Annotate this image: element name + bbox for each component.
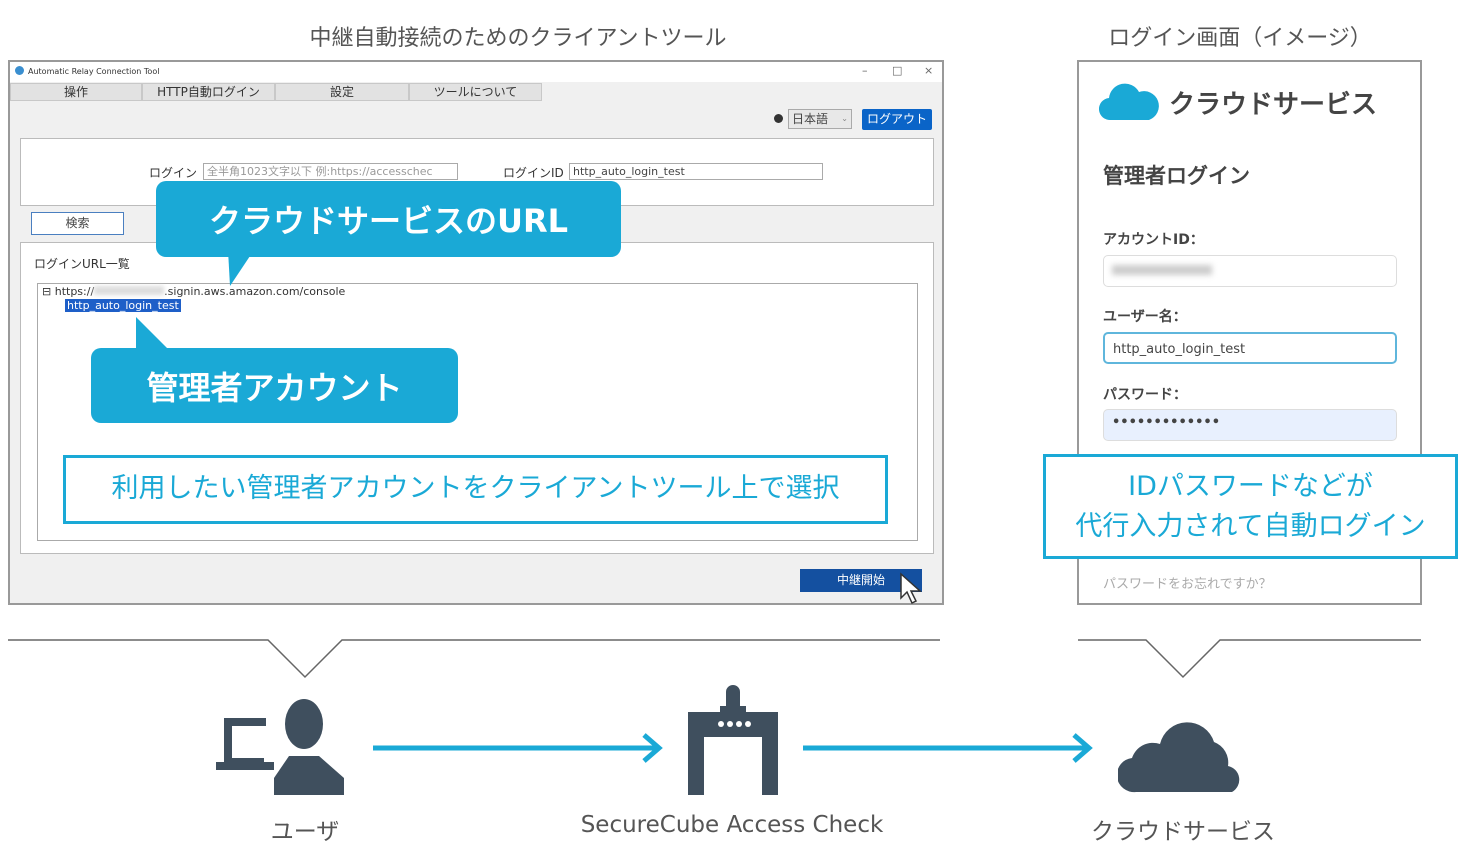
brand-name: クラウドサービス — [1169, 90, 1378, 120]
user-pc-icon — [216, 699, 344, 795]
account-id-input[interactable] — [1103, 255, 1397, 287]
tab-operation[interactable]: 操作 — [10, 83, 142, 101]
bracket-lines — [8, 639, 1421, 679]
callout-account-tail — [136, 317, 172, 353]
chevron-down-icon: ⌄ — [841, 114, 848, 123]
password-input[interactable]: ••••••••••••• — [1103, 409, 1397, 441]
auto-login-note-line2: 代行入力されて自動ログイン — [1075, 511, 1426, 542]
login-title: 管理者ログイン — [1103, 164, 1250, 188]
tab-about[interactable]: ツールについて — [409, 83, 542, 101]
cursor-icon — [900, 572, 922, 605]
gateway-label: SecureCube Access Check — [580, 812, 884, 838]
callout-url-tail — [228, 250, 254, 286]
username-label: ユーザー名： — [1103, 309, 1187, 325]
title-bar: Automatic Relay Connection Tool — [10, 62, 942, 82]
maximize-button[interactable]: □ — [892, 64, 903, 77]
forgot-password-link[interactable]: パスワードをお忘れですか？ — [1103, 577, 1272, 592]
username-input[interactable]: http_auto_login_test — [1103, 332, 1397, 364]
gateway-icon — [688, 685, 778, 795]
tab-http-auto-login[interactable]: HTTP自動ログイン — [142, 83, 275, 101]
login-screen-heading: ログイン画面（イメージ） — [1108, 26, 1372, 51]
globe-icon — [774, 114, 783, 123]
minimize-button[interactable]: – — [862, 64, 868, 77]
client-tool-heading: 中継自動接続のためのクライアントツール — [309, 26, 727, 51]
user-label: ユーザ — [270, 819, 340, 845]
close-button[interactable]: × — [924, 64, 934, 77]
language-value: 日本語 — [792, 112, 829, 126]
search-button[interactable]: 検索 — [31, 212, 124, 235]
callout-cloud-url: クラウドサービスのURL — [156, 181, 621, 257]
login-url-input[interactable]: 全半角1023文字以下 例:https://accesschec — [203, 163, 458, 180]
cloud-logo-icon — [1099, 83, 1159, 121]
account-id-label: アカウントID： — [1103, 232, 1204, 248]
tab-settings[interactable]: 設定 — [275, 83, 409, 101]
auto-login-note-line1: IDパスワードなどが — [1128, 471, 1373, 502]
cloud-service-label: クラウドサービス — [1091, 819, 1275, 845]
select-account-note: 利用したい管理者アカウントをクライアントツール上で選択 — [63, 455, 888, 524]
window-title: Automatic Relay Connection Tool — [28, 67, 160, 76]
tree-node-url[interactable]: ⊟ https://.signin.aws.amazon.com/console — [42, 285, 346, 298]
cloud-icon — [1118, 722, 1240, 793]
callout-admin-account: 管理者アカウント — [91, 348, 458, 423]
login-id-label: ログインID — [503, 166, 564, 180]
login-id-input[interactable]: http_auto_login_test — [569, 163, 823, 180]
logout-button[interactable]: ログアウト — [862, 109, 932, 130]
url-tree: ⊟ https://.signin.aws.amazon.com/console… — [37, 283, 918, 541]
arrow-right-icon — [803, 733, 1093, 763]
app-icon — [15, 66, 24, 75]
language-select[interactable]: 日本語 ⌄ — [788, 109, 852, 129]
start-relay-button[interactable]: 中継開始 — [800, 569, 922, 592]
auto-login-note: IDパスワードなどが 代行入力されて自動ログイン — [1043, 454, 1458, 559]
blurred-account-id — [1112, 265, 1212, 275]
login-label: ログイン — [149, 166, 198, 180]
list-label: ログインURL一覧 — [34, 257, 130, 271]
tree-node-account[interactable]: http_auto_login_test — [65, 299, 181, 312]
arrow-right-icon — [373, 733, 663, 763]
password-label: パスワード： — [1103, 387, 1187, 403]
